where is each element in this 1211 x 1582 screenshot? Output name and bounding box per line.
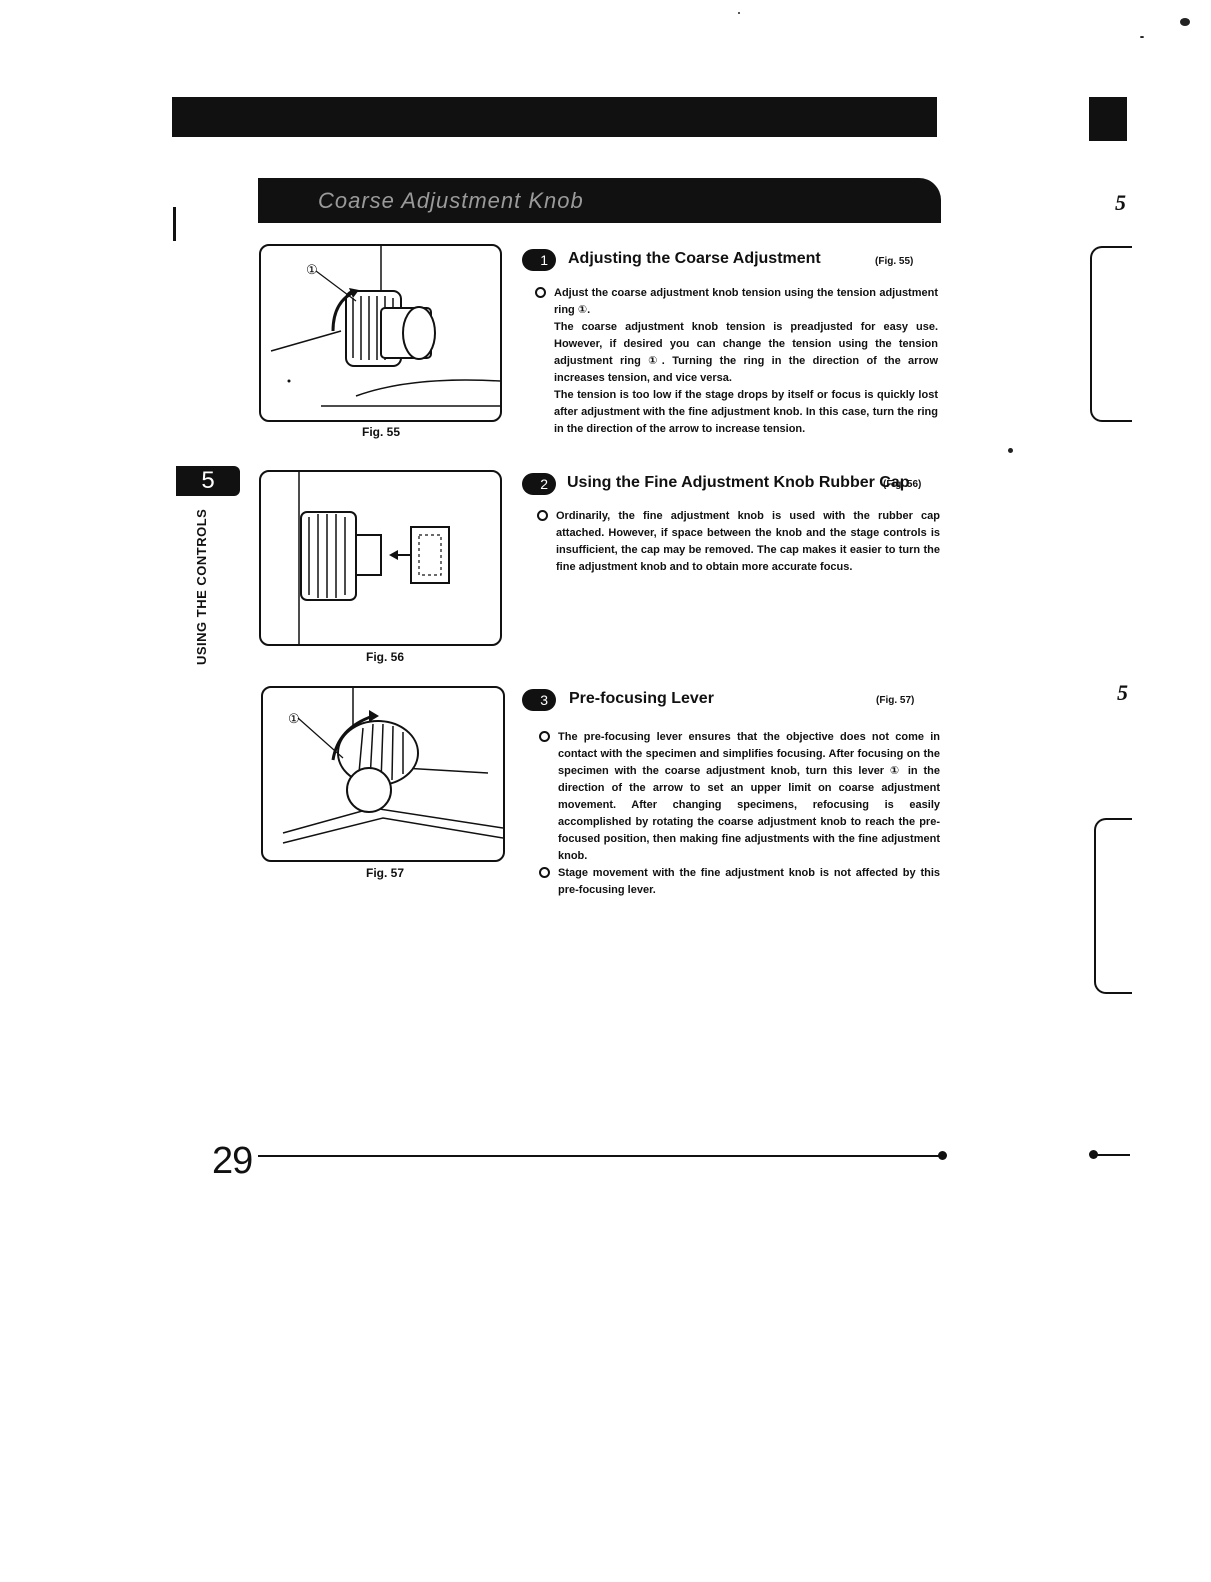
bullet-icon	[539, 731, 550, 742]
section-title-strip: Coarse Adjustment Knob	[258, 178, 941, 223]
figure-56	[259, 470, 502, 646]
pre-focusing-lever-illustration: ①	[282, 688, 503, 844]
adjacent-page-number-mid: 5	[1117, 680, 1128, 705]
scan-speck	[1180, 18, 1190, 26]
chapter-tab: 5	[176, 466, 240, 496]
coarse-knob-illustration: ①	[270, 246, 500, 407]
step-1-fig-ref: (Fig. 55)	[875, 256, 914, 267]
bullet-icon	[537, 510, 548, 521]
step-3-text-1: The pre-focusing lever ensures that the …	[558, 731, 940, 862]
callout-marker: ①	[288, 711, 300, 726]
step-3-badge: 3	[522, 689, 556, 711]
step-2-title: Using the Fine Adjustment Knob Rubber Ca…	[567, 474, 910, 491]
step-3-title: Pre-focusing Lever	[569, 690, 714, 707]
adjacent-page-figure-bottom	[1094, 818, 1132, 994]
step-1-text: Adjust the coarse adjustment knob tensio…	[554, 287, 938, 435]
step-2-body: Ordinarily, the fine adjustment knob is …	[537, 508, 940, 576]
figure-55: ①	[259, 244, 502, 422]
step-2-badge: 2	[522, 473, 556, 495]
section-title: Coarse Adjustment Knob	[318, 188, 584, 213]
figure-56-caption: Fig. 56	[366, 650, 405, 664]
step-1-body: Adjust the coarse adjustment knob tensio…	[535, 285, 938, 438]
step-1-badge: 1	[522, 249, 556, 271]
adjacent-page-footer-rule	[1090, 1154, 1130, 1156]
figure-57-caption: Fig. 57	[366, 866, 405, 880]
page-number: 29	[212, 1140, 253, 1182]
adjacent-page-header-block	[1089, 97, 1127, 141]
figure-57: ①	[261, 686, 505, 862]
step-2-bullet: Ordinarily, the fine adjustment knob is …	[537, 508, 940, 576]
chapter-label: USING THE CONTROLS	[194, 508, 209, 665]
figure-55-caption: Fig. 55	[362, 425, 401, 439]
rubber-cap-illustration	[298, 472, 450, 644]
adjacent-page-footer-dot	[1089, 1150, 1098, 1159]
step-1-title: Adjusting the Coarse Adjustment	[568, 250, 821, 267]
footer-rule	[258, 1155, 943, 1157]
scan-speck	[1140, 36, 1144, 38]
bullet-icon	[535, 287, 546, 298]
margin-rule	[173, 207, 176, 241]
adjacent-page-figure-top	[1090, 246, 1132, 422]
callout-marker: ①	[306, 262, 318, 277]
scan-speck	[1008, 448, 1013, 453]
step-3-fig-ref: (Fig. 57)	[876, 695, 915, 706]
step-2-fig-ref: (Fig. 56)	[883, 479, 922, 490]
bullet-icon	[539, 867, 550, 878]
adjacent-page-number-top: 5	[1115, 190, 1126, 215]
step-3-body: The pre-focusing lever ensures that the …	[539, 729, 940, 899]
header-bar	[172, 97, 937, 137]
step-3-text-2: Stage movement with the fine adjustment …	[558, 867, 940, 896]
scan-speck	[738, 12, 740, 14]
step-2-text: Ordinarily, the fine adjustment knob is …	[556, 510, 940, 573]
footer-dot	[938, 1151, 947, 1160]
step-1-bullet: Adjust the coarse adjustment knob tensio…	[535, 285, 938, 438]
step-3-bullet-1: The pre-focusing lever ensures that the …	[539, 729, 940, 865]
step-3-bullet-2: Stage movement with the fine adjustment …	[539, 865, 940, 899]
